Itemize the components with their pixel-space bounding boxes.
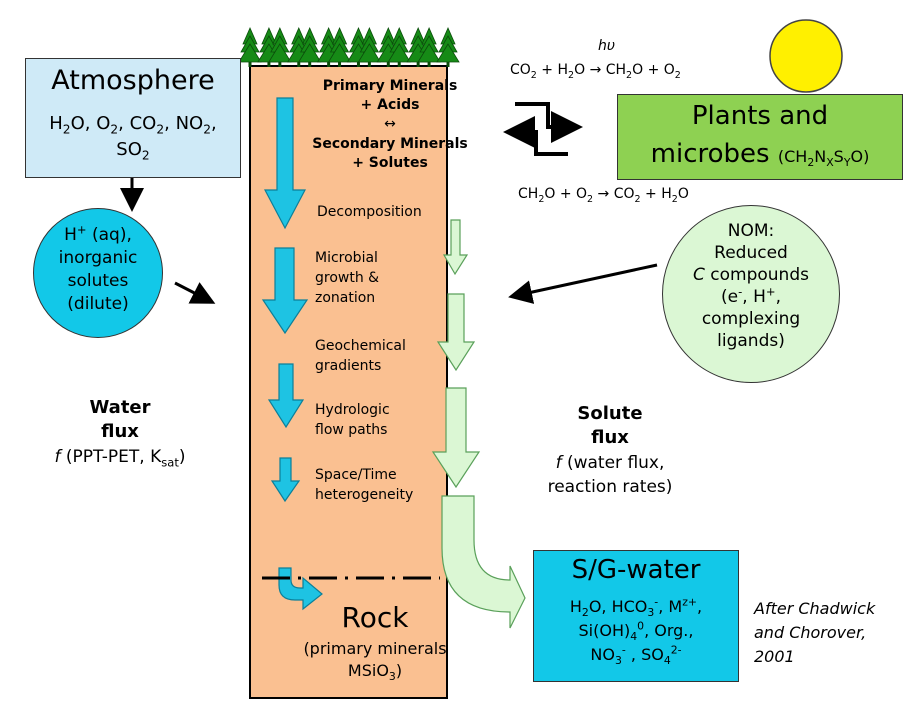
space-time-label-1: Space/Time — [315, 467, 397, 483]
geochemical-label-1: Geochemical — [315, 338, 406, 354]
equilibrium-symbol: ↔ — [384, 116, 396, 132]
plants-box — [617, 94, 903, 180]
water-flux-function: f (PPT-PET, Ksat) — [54, 447, 186, 470]
water-arrow-2 — [261, 247, 309, 335]
h-ion-label: H+ (aq), — [64, 222, 132, 245]
acids-label: + Acids — [360, 97, 420, 113]
solutes-top-label: + Solutes — [352, 155, 428, 171]
exchange-arrows-icon — [503, 102, 583, 156]
atmosphere-gases-line1: H2O, O2, CO2, NO2, — [49, 113, 217, 137]
microbial-label-1: Microbial — [315, 250, 378, 266]
sg-water-line1: H2O, HCO3-, Mz+, — [569, 595, 703, 620]
hydrologic-label-1: Hydrologic — [315, 402, 390, 418]
photon-label: hυ — [598, 38, 615, 54]
citation-line1: After Chadwick — [754, 599, 876, 618]
solute-arrow-3 — [431, 387, 481, 489]
microbial-label-3: zonation — [315, 290, 376, 306]
inorganic-label: inorganic — [58, 248, 138, 268]
tree-icon — [417, 27, 441, 67]
respiration-equation: CH2O + O2 → CO2 + H2O — [518, 186, 689, 205]
tree-icon — [327, 27, 352, 67]
nom-to-column-arrow — [508, 263, 658, 304]
tree-icon — [357, 27, 382, 67]
plants-label: Plants and — [691, 101, 829, 131]
solute-flux-subtitle: flux — [591, 427, 629, 448]
solutes-label: solutes — [67, 271, 129, 291]
tree-row — [238, 27, 460, 67]
decomposition-label: Decomposition — [317, 204, 422, 220]
sg-water-line3: NO3- , SO42- — [590, 643, 682, 668]
atmosphere-gases-line2: SO2 — [116, 139, 150, 163]
citation-line2: and Chorover, — [754, 623, 867, 642]
solute-curved-arrow — [441, 495, 526, 629]
microbes-label: microbes (CH2NXSYO) — [650, 139, 870, 170]
sg-water-box — [533, 550, 739, 682]
nom-title: NOM: — [727, 221, 775, 241]
nom-reduced-label: Reduced — [714, 243, 788, 263]
atmosphere-title: Atmosphere — [51, 65, 215, 96]
tree-icon — [297, 27, 322, 67]
photosynthesis-equation: CO2 + H2O → CH2O + O2 — [510, 62, 681, 81]
water-arrow-4 — [270, 457, 301, 503]
water-flux-title: Water — [89, 397, 151, 418]
solutes-to-column-arrow — [174, 281, 216, 304]
nom-complexing-label: complexing — [701, 309, 801, 329]
water-arrow-3 — [267, 363, 305, 429]
solute-flux-title: Solute — [577, 403, 643, 424]
sg-water-title: S/G-water — [571, 555, 701, 585]
tree-icon — [268, 27, 292, 67]
geochemical-label-2: gradients — [315, 358, 382, 374]
hydrologic-label-2: flow paths — [315, 422, 388, 438]
primary-minerals-label: Primary Minerals — [322, 78, 458, 94]
dilute-label: (dilute) — [67, 294, 129, 314]
tree-icon — [436, 27, 460, 67]
nom-compounds-label: C compounds — [693, 265, 809, 285]
rock-subtitle-2: MSiO3) — [347, 661, 403, 684]
nom-ligands-label: ligands) — [717, 331, 785, 351]
microbial-label-2: growth & — [315, 270, 380, 286]
solute-arrow-2 — [436, 293, 476, 372]
rock-subtitle-1: (primary minerals — [303, 639, 447, 658]
citation-line3: 2001 — [754, 647, 795, 666]
solute-flux-function: f (water flux, — [555, 453, 665, 473]
inorganic-solutes-circle — [33, 208, 163, 338]
atmosphere-box — [25, 58, 241, 178]
nom-electrons-label: (e-, H+, — [721, 284, 781, 307]
water-flux-subtitle: flux — [101, 421, 139, 442]
space-time-label-2: heterogeneity — [315, 487, 414, 503]
solute-flux-rates: reaction rates) — [547, 477, 673, 497]
rock-title: Rock — [341, 601, 409, 634]
tree-icon — [238, 27, 262, 67]
tree-icon — [387, 27, 411, 67]
solute-arrow-1 — [442, 219, 469, 276]
nom-circle — [662, 205, 840, 383]
water-arrow-1 — [264, 97, 306, 230]
sg-water-line2: Si(OH)40, Org., — [578, 619, 694, 644]
secondary-minerals-label: Secondary Minerals — [312, 136, 468, 152]
sun-icon — [769, 19, 843, 93]
